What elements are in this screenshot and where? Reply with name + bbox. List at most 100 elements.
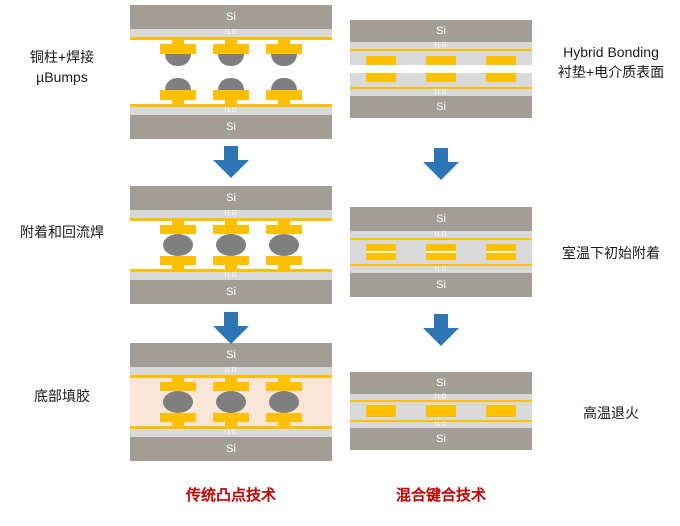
left-stage3-diagram: Si ILD [130,343,332,461]
metal-line [130,269,332,272]
copper-pillar [266,90,302,100]
ild-label: ILD [224,30,238,36]
underfill-region [130,378,332,426]
ild-label: ILD [224,430,238,436]
si-layer: Si [350,372,532,394]
solder-cap [218,54,244,66]
microbump [213,78,249,104]
si-layer: Si [350,207,532,231]
ild-label: ILD [224,368,238,374]
ild-layer: ILD [350,394,532,400]
si-label: Si [436,101,446,113]
ild-layer: ILD [130,272,332,280]
air-gap [130,66,332,78]
copper-pad [160,382,196,391]
bond-seam [426,251,456,253]
bond-pad [486,73,516,82]
bond-pad [366,56,396,65]
label-right-stage2: 室温下初始附着 [562,245,660,261]
solder-cap [271,54,297,66]
right-stage3-diagram: Si ILD ILD Si [350,372,532,450]
annealed-pad [426,405,456,417]
solder-joint [266,378,302,426]
solder-ball [163,234,193,256]
copper-pillar [213,44,249,54]
bond-pad-layer-bottom [350,73,532,87]
si-layer: Si [130,186,332,210]
ild-layer: ILD [130,429,332,437]
down-arrow-icon [213,312,249,344]
microbump [160,78,196,104]
solder-joint [213,221,249,269]
copper-pad [213,413,249,422]
metal-line [350,264,532,266]
label-left-stage1: 铜柱+焊接 µBumps [2,47,122,88]
left-stage2-diagram: Si ILD [130,186,332,304]
bonded-pad-layer [350,240,532,264]
down-arrow-icon [213,146,249,178]
via [278,221,290,225]
right-stage2-diagram: Si ILD ILD Si [350,207,532,297]
si-layer: Si [350,20,532,42]
label-left-stage1-line2: µBumps [36,69,88,86]
copper-pad [213,225,249,234]
ild-layer: ILD [130,107,332,115]
ild-layer: ILD [130,367,332,375]
si-layer: Si [350,428,532,450]
solder-ball [269,234,299,256]
label-right-stage1-line2: 衬垫+电介质表面 [557,64,665,81]
bond-seam [366,251,396,253]
copper-pillar [160,90,196,100]
copper-pad [213,256,249,265]
via [278,422,290,426]
via [278,100,290,104]
metal-line [130,375,332,378]
copper-pillar [160,44,196,54]
copper-pad [160,413,196,422]
label-left-stage3: 底部填胶 [34,388,90,404]
via [172,422,184,426]
copper-pad [266,225,302,234]
label-left-stage2: 附着和回流焊 [20,224,104,240]
solder-ball [216,391,246,413]
solder-joint [160,221,196,269]
ild-layer: ILD [350,42,532,49]
ild-label: ILD [434,231,448,238]
si-label: Si [436,377,446,389]
via [278,378,290,382]
ild-layer: ILD [350,231,532,238]
copper-pillar [213,90,249,100]
left-footer-title: 传统凸点技术 [185,487,276,504]
via [225,265,237,269]
label-left-stage1-line1: 铜柱+焊接 [29,49,95,65]
bonded-pad-pair [366,244,396,260]
solder-joint [266,221,302,269]
bump-interconnect-region [130,221,332,269]
ild-layer: ILD [350,89,532,96]
bond-pad [426,73,456,82]
down-arrow-icon [423,314,459,346]
metal-line [350,420,532,422]
bond-pad-layer-top [350,51,532,65]
copper-pillar [266,44,302,54]
solder-joint [213,378,249,426]
via [225,422,237,426]
ild-label: ILD [224,273,238,279]
microbump-row-bottom [130,78,332,104]
bonded-pad-pair [426,244,456,260]
label-right-stage1: Hybrid Bonding 衬垫+电介质表面 [542,42,680,83]
copper-pad [160,225,196,234]
annealed-pad [366,405,396,417]
solder-ball [216,234,246,256]
solder-ball [269,391,299,413]
si-label: Si [226,121,236,133]
metal-line [130,218,332,221]
solder-cap [218,78,244,90]
via [278,40,290,44]
si-layer: Si [130,437,332,461]
si-label: Si [436,213,446,225]
microbump [213,40,249,66]
microbump-row-top [130,40,332,66]
si-label: Si [226,11,236,23]
copper-pad [160,256,196,265]
